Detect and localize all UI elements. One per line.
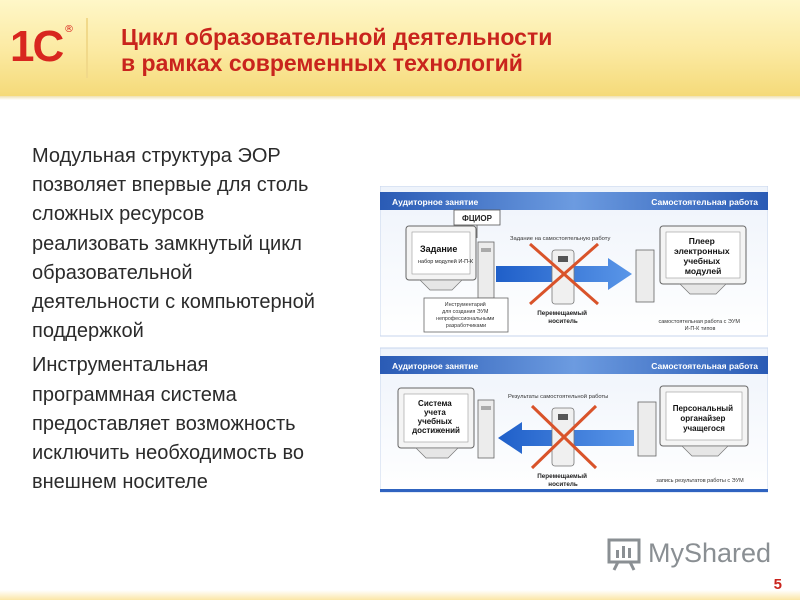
text-line: деятельности с компьютерной <box>32 291 315 314</box>
paragraph-tools: Инструментальная программная система пре… <box>32 351 362 497</box>
header-divider <box>0 96 800 100</box>
top-panel: Аудиторное занятие Самостоятельная работ… <box>380 186 768 337</box>
text-line: позволяет впервые для столь <box>32 174 309 197</box>
top-header-bar <box>380 192 768 210</box>
text-line: образовательной <box>32 261 193 284</box>
page-number: 5 <box>773 576 782 593</box>
text-line: программная система <box>32 383 237 406</box>
company-logo: 1С ® <box>0 18 88 78</box>
right-monitor-text: Плеер электронных учебных модулей <box>674 236 732 276</box>
monitor-icon <box>637 385 749 457</box>
monitor-icon <box>397 387 495 459</box>
text-line: исключить необходимость во <box>32 442 305 465</box>
text-line: внешнем носителе <box>32 471 208 494</box>
monitor-icon <box>405 225 495 299</box>
usb-drive-icon <box>551 249 575 305</box>
monitor-icon <box>635 225 747 303</box>
title-line-2: в рамках современных технологий <box>121 50 523 76</box>
bottom-header-bar <box>380 356 768 374</box>
bottom-left-header: Аудиторное занятие <box>392 361 478 371</box>
bottom-device-label: Перемещаемый носитель <box>537 472 588 488</box>
text-line: предоставляет возможность <box>32 412 296 435</box>
cycle-diagram: Аудиторное занятие Самостоятельная работ… <box>380 186 768 493</box>
footer-band <box>0 590 800 600</box>
cross-icon <box>530 404 598 470</box>
cross-icon <box>529 242 599 306</box>
watermark-text: MyShared <box>648 538 772 568</box>
tools-text: Инструментарий для создания ЭУМ непрофес… <box>436 301 496 329</box>
left-monitor-text: Система учета учебных достижений <box>412 399 460 435</box>
presentation-board-icon <box>607 538 641 571</box>
task-caption: Задание на самостоятельную работу <box>510 236 610 242</box>
left-monitor-title: Задание <box>420 244 457 254</box>
bottom-right-header: Самостоятельная работа <box>651 361 758 371</box>
bottom-panel: Аудиторное занятие Самостоятельная работ… <box>380 347 768 493</box>
bottom-rule <box>380 489 768 492</box>
fcior-label: ФЦИОР <box>462 214 493 223</box>
left-monitor-sub: набор модулей И-П-К <box>418 258 474 265</box>
text-line: реализовать замкнутый цикл <box>32 232 302 255</box>
top-device-label: Перемещаемый носитель <box>537 309 588 325</box>
results-caption: Результаты самостоятельной работы <box>508 393 608 400</box>
bottom-right-caption: запись результатов работы с ЭУМ <box>656 478 744 484</box>
text-line: сложных ресурсов <box>32 203 205 226</box>
top-left-header: Аудиторное занятие <box>392 197 478 207</box>
top-right-header: Самостоятельная работа <box>651 197 758 207</box>
body-text: Модульная структура ЭОР позволяет впервы… <box>32 142 362 502</box>
text-line: поддержкой <box>32 320 144 343</box>
watermark: MyShared <box>606 536 776 572</box>
header-band <box>0 0 800 96</box>
text-line: Модульная структура ЭОР <box>32 145 281 167</box>
paragraph-modular: Модульная структура ЭОР позволяет впервы… <box>32 142 362 346</box>
logo-text: 1С <box>10 22 64 71</box>
right-caption: самостоятельная работа с ЭУМ И-П-К типов <box>659 319 742 332</box>
slide-title: Цикл образовательной деятельности в рамк… <box>121 24 761 76</box>
text-line: Инструментальная <box>32 354 209 377</box>
tools-box <box>423 297 509 333</box>
registered-mark: ® <box>64 24 74 35</box>
right-monitor-text: Персональный органайзер учащегося <box>673 404 736 433</box>
title-line-1: Цикл образовательной деятельности <box>121 24 553 50</box>
